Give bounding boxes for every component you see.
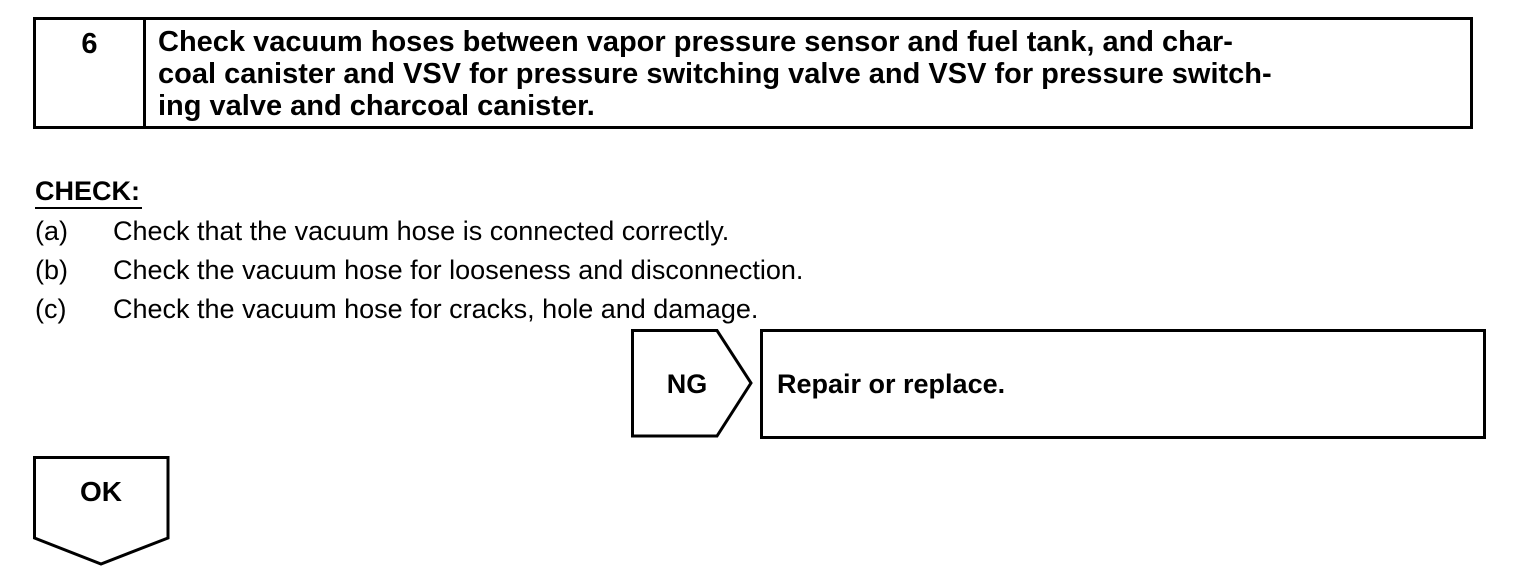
check-item: (a) Check that the vacuum hose is connec… bbox=[35, 212, 803, 251]
ok-label: OK bbox=[80, 476, 122, 507]
step-title-line-3: ing valve and charcoal canister. bbox=[158, 90, 595, 122]
check-item-text: Check the vacuum hose for cracks, hole a… bbox=[113, 294, 759, 324]
check-heading: CHECK: bbox=[35, 175, 142, 209]
step-number: 6 bbox=[36, 20, 146, 126]
check-list: (a) Check that the vacuum hose is connec… bbox=[35, 212, 803, 329]
ok-arrow-shape bbox=[33, 456, 170, 566]
ng-result-text: Repair or replace. bbox=[777, 368, 1006, 399]
step-header: 6 Check vacuum hoses between vapor press… bbox=[33, 17, 1473, 129]
check-item-text: Check that the vacuum hose is connected … bbox=[113, 216, 730, 246]
check-item-marker: (a) bbox=[35, 216, 68, 246]
ng-arrow-shape bbox=[631, 329, 753, 438]
ng-branch-arrow: NG bbox=[631, 329, 755, 439]
check-item: (c) Check the vacuum hose for cracks, ho… bbox=[35, 290, 803, 329]
ok-branch-arrow: OK bbox=[33, 456, 173, 568]
ng-label: NG bbox=[666, 368, 708, 399]
step-title-line-1: Check vacuum hoses between vapor pressur… bbox=[158, 26, 1233, 58]
check-item-text: Check the vacuum hose for looseness and … bbox=[113, 255, 804, 285]
check-item: (b) Check the vacuum hose for looseness … bbox=[35, 251, 803, 290]
check-item-marker: (b) bbox=[35, 255, 68, 285]
step-title-line-2: coal canister and VSV for pressure switc… bbox=[158, 58, 1272, 90]
ng-result-box: Repair or replace. bbox=[760, 329, 1486, 439]
check-item-marker: (c) bbox=[35, 294, 67, 324]
step-title: Check vacuum hoses between vapor pressur… bbox=[146, 20, 1470, 126]
